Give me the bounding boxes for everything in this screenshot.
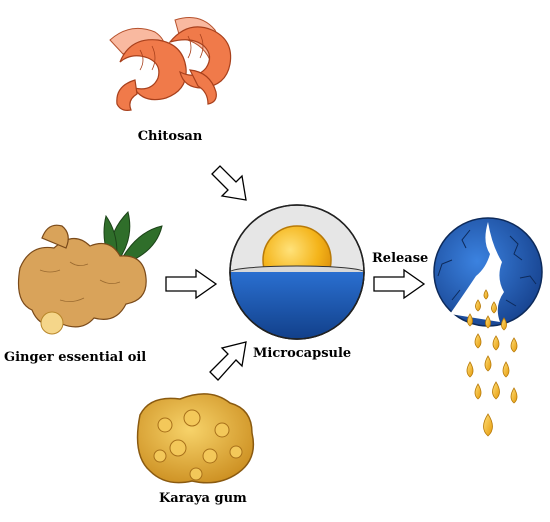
microcapsule-label: Microcapsule	[253, 346, 352, 361]
karaya-gum-icon	[136, 393, 255, 484]
microcapsule-icon	[229, 204, 365, 340]
arrows	[165, 165, 426, 381]
ruptured-capsule-icon	[433, 217, 543, 327]
shrimp-icon	[109, 17, 232, 111]
arrow-karaya	[209, 341, 247, 381]
release-label: Release	[372, 251, 429, 266]
ginger-icon	[17, 211, 163, 335]
chitosan-label: Chitosan	[138, 129, 203, 144]
arrow-ginger	[165, 268, 218, 300]
oil-droplets	[466, 289, 518, 437]
arrow-chitosan	[211, 165, 247, 201]
arrow-release	[373, 268, 426, 300]
karaya-gum-label: Karaya gum	[159, 491, 247, 506]
ginger-essential-oil-label: Ginger essential oil	[4, 350, 147, 365]
